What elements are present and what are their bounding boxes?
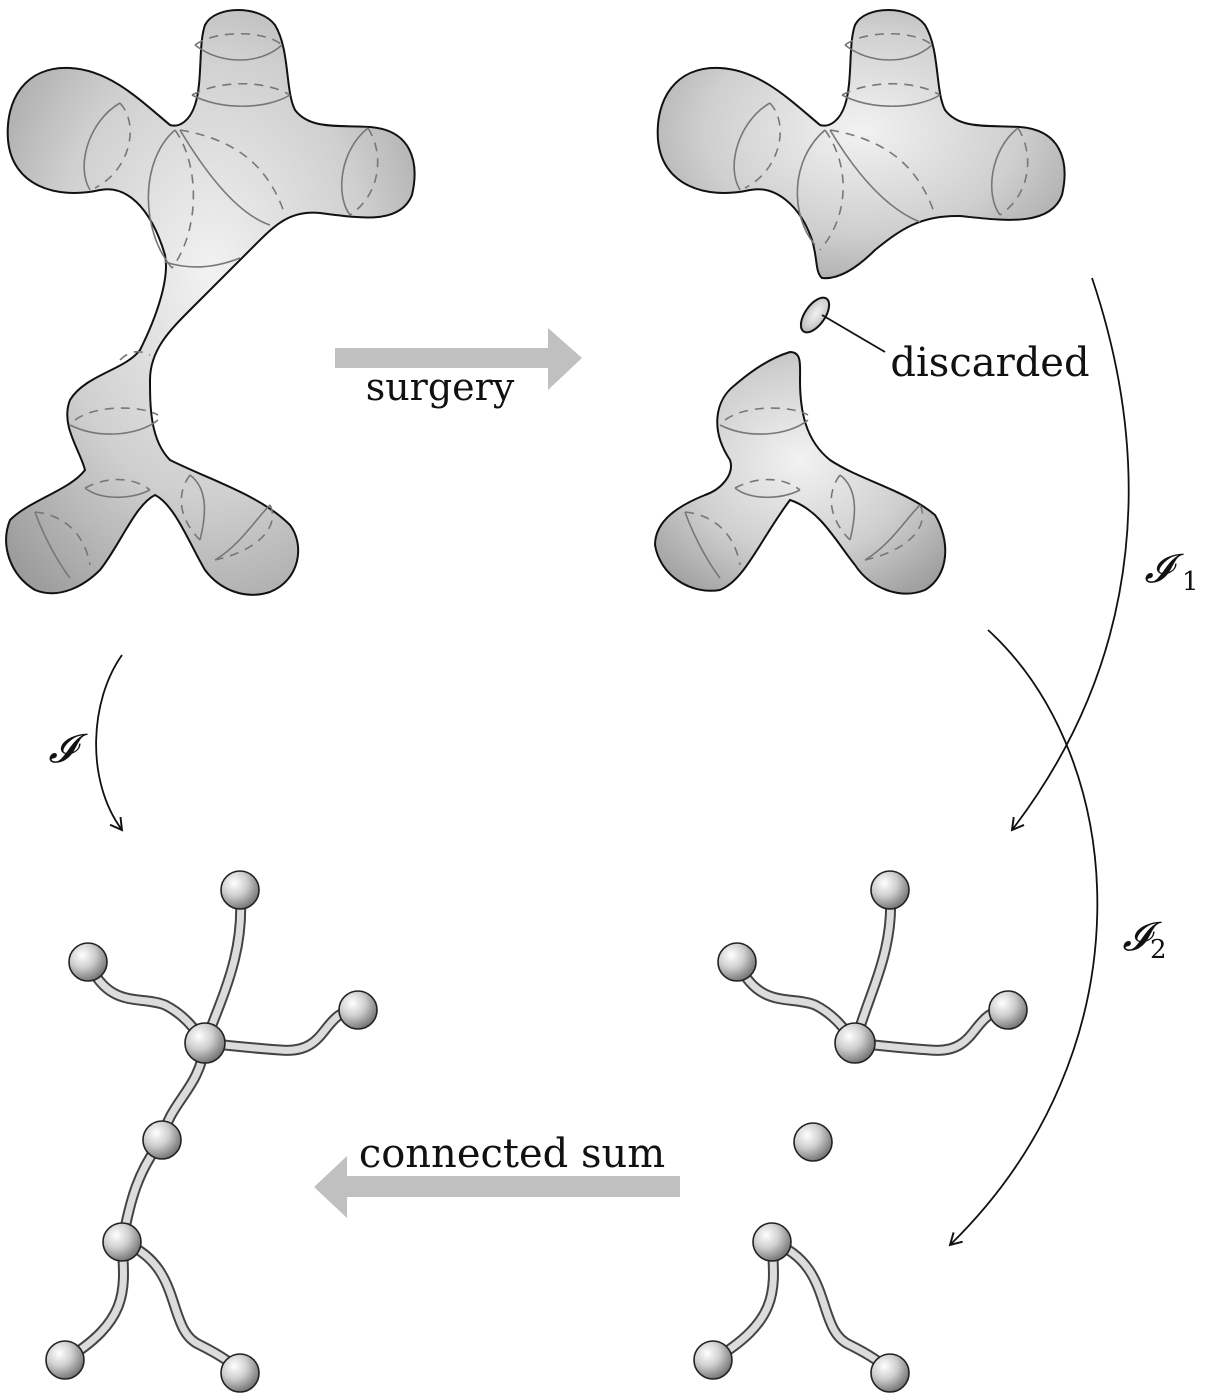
upper-tree-edges	[731, 884, 1014, 1056]
surgered-upper-piece	[656, 9, 1066, 280]
discarded-label: discarded	[890, 340, 1089, 386]
surgery-label: surgery	[366, 365, 515, 409]
map-I-arrow: 𝓘	[48, 654, 124, 832]
connected-sum-label: connected sum	[359, 1131, 665, 1177]
map-I1-label: 𝓘	[1144, 546, 1184, 592]
tree-edges	[59, 884, 364, 1379]
isolated-node	[793, 1122, 833, 1162]
tree-nodes	[45, 870, 378, 1393]
original-surface	[5, 9, 416, 596]
map-I2-arrow: 𝓘 2	[948, 629, 1167, 1247]
connected-sum-arrow: connected sum	[314, 1131, 680, 1218]
surface-body	[5, 9, 416, 596]
lower-tree-edges	[707, 1236, 896, 1379]
surgered-lower-piece	[653, 350, 947, 595]
surgery-arrow: surgery	[335, 328, 582, 409]
map-I-label: 𝓘	[48, 726, 88, 772]
tree-pieces	[693, 870, 1028, 1393]
map-I2-subscript: 2	[1150, 935, 1167, 965]
discarded-sphere: discarded	[799, 296, 1090, 386]
map-I1-subscript: 1	[1182, 567, 1199, 597]
tree-connected	[45, 870, 378, 1393]
